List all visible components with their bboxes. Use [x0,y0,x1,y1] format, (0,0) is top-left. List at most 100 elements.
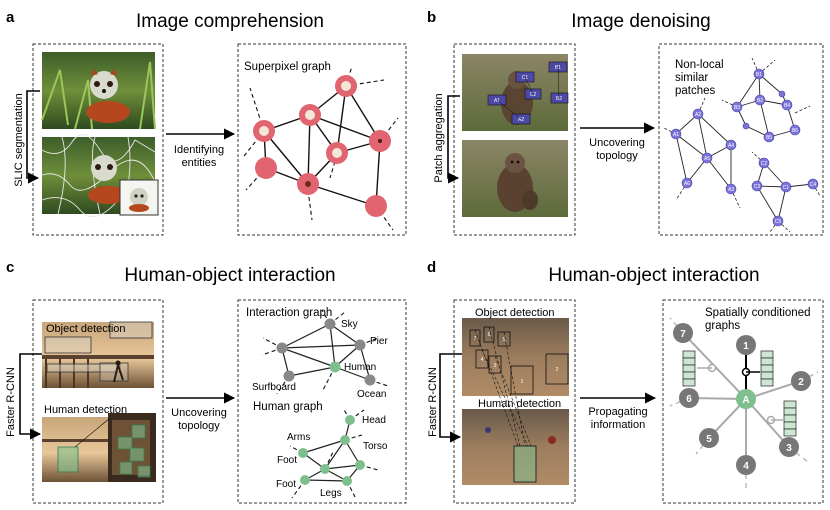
node-b5: B5 [766,135,772,141]
panel-a-photo-box [32,43,164,236]
panel-a-arrow-label-1: Identifying [174,144,224,156]
panel-d-side-label: Faster R-CNN [427,367,439,437]
panel-a-side-label: SLIC segmentation [13,93,25,187]
node-b3: B3 [734,105,740,111]
node-c2: C2 [761,161,768,167]
motocross-object-photo: 7 6 4 5 3 1 2 [462,318,569,396]
node-label-sky: Sky [341,319,358,330]
node-label-pier: Pier [370,336,388,347]
panel-d-photo-box [453,299,576,504]
node-b2: B2 [757,98,763,104]
panel-d-letter: d [427,259,436,276]
node-label-foot-2: Foot [276,479,296,490]
non-local-patch-graph: B1 A2 B3 B2 B4 A1 A4 A5 B5 B6 C2 A3 C1 C… [663,57,821,233]
beach-human-photo [42,413,156,482]
box-number-6: 6 [488,332,491,338]
panel-d-arrow-label-1: Propagating [588,406,647,418]
box-number-4: 4 [481,357,484,363]
interaction-graph: Sky Pier Human Surfboard Ocean [252,309,388,400]
node-label-foot-1: Foot [277,455,297,466]
node-label-human: Human [344,362,376,373]
node-a1: A1 [673,132,679,138]
panel-c-letter: c [6,259,14,276]
d-node-1: 1 [743,341,749,352]
panel-d-human-detection-label: Human detection [478,398,561,410]
box-number-2: 2 [556,367,559,373]
patch-label-b2: B2 [556,96,562,102]
panel-b-graph-title-2: similar [675,72,708,84]
panel-c-graph-title-1: Interaction graph [246,307,332,319]
d-node-center-a: A [742,395,749,406]
panel-d-graph-title-1: Spatially conditioned [705,307,811,319]
beach-object-photo [42,321,154,388]
red-panda-photo [41,52,156,130]
patch-label-c2: C2 [530,92,537,98]
panel-a-bracket-arrow [26,90,40,184]
panel-c-bracket-arrow [19,353,42,440]
panel-c-human-detection-label: Human detection [44,404,127,416]
superpixel-graph [243,65,399,231]
panel-c-arrow-label-2: topology [178,420,220,432]
spatially-conditioned-graph: 7 1 2 6 5 4 3 A [669,317,819,492]
panel-c-title: Human-object interaction [124,265,335,286]
panel-c-object-detection-label: Object detection [46,323,126,335]
panel-c-graph-title-2: Human graph [253,401,323,413]
node-b1: B1 [756,72,762,78]
node-label-torso: Torso [363,441,388,452]
d-node-2: 2 [798,377,804,388]
panel-a-graph-box [237,43,407,236]
panel-b-side-label: Patch aggregation [433,93,445,182]
node-label-legs: Legs [320,488,342,499]
panel-d-arrow-label-2: information [591,419,645,431]
box-number-1: 1 [521,379,524,385]
d-node-4: 4 [743,461,749,472]
node-label-arms: Arms [287,432,310,443]
monkey-patches-photo: C1 B1 C2 B2 A1 A2 [462,54,569,131]
patch-label-c1: C1 [522,75,529,81]
node-c1: C1 [783,185,790,191]
slic-segmented-photo [41,134,159,218]
panel-d-title: Human-object interaction [548,265,759,286]
panel-c-photo-box [32,299,164,504]
panel-c-graph-box [237,299,407,504]
panel-d-object-detection-label: Object detection [475,307,555,319]
panel-b-graph-title-3: patches [675,85,716,97]
box-number-5: 5 [503,337,506,343]
node-label-head: Head [362,415,386,426]
panel-b-bracket-arrow [447,95,460,184]
panel-d-bracket-arrow [439,353,462,443]
panel-a-arrow-label-2: entities [182,157,217,169]
panel-c-side-label: Faster R-CNN [5,367,17,437]
d-node-5: 5 [706,434,712,445]
panel-b-graph-box [658,43,824,236]
node-b4: B4 [784,103,790,109]
panel-b-photo-box [453,43,576,236]
node-b6: B6 [792,128,798,134]
panel-c-arrow-label-1: Uncovering [171,407,227,419]
panel-d-graph-box [662,299,824,504]
d-node-6: 6 [686,394,692,405]
monkey-denoised-photo [462,140,568,217]
node-label-surfboard: Surfboard [252,382,296,393]
box-number-3: 3 [494,363,497,369]
motocross-human-photo [462,326,569,485]
panel-a-title: Image comprehension [136,11,324,32]
node-a4: A4 [728,143,734,149]
panel-b-arrow-label-1: Uncovering [589,137,645,149]
box-number-7: 7 [474,336,477,342]
human-graph: Head Arms Torso Foot Foot Legs [276,407,388,499]
node-a3: A3 [728,187,734,193]
node-a2: A2 [695,112,701,118]
node-a5: A5 [704,156,710,162]
panel-b-title: Image denoising [571,11,710,32]
panel-b-letter: b [427,9,436,26]
node-c3: C3 [754,184,761,190]
patch-label-a2: A2 [518,117,524,123]
node-c5: C5 [775,219,782,225]
d-node-3: 3 [786,443,792,454]
panel-b-arrow-label-2: topology [596,150,638,162]
panel-d-graph-title-2: graphs [705,320,740,332]
patch-label-a1: A1 [494,98,500,104]
panel-a-graph-title: Superpixel graph [244,61,331,73]
